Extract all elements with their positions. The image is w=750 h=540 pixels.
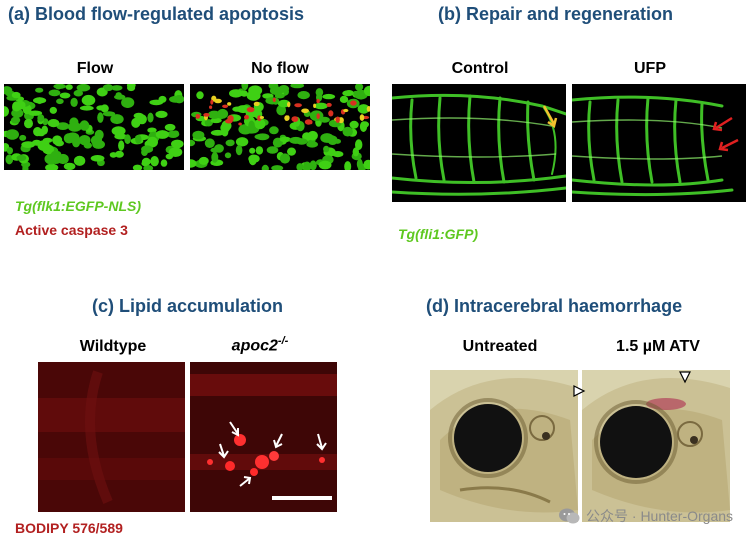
- panel-a-legend-red: Active caspase 3: [15, 222, 128, 238]
- yellow-arrow-icon: [542, 105, 558, 129]
- panel-b-legend-green: Tg(fli1:GFP): [398, 226, 479, 242]
- wildtype-lipid-micrograph: [38, 362, 185, 512]
- flow-micrograph: [4, 84, 184, 170]
- panel-b-title: (b) Repair and regeneration: [438, 4, 674, 24]
- control-vessel-micrograph: [392, 84, 566, 202]
- red-arrow-icon-upper: [712, 116, 733, 132]
- panel-d-title: (d) Intracerebral haemorrhage: [426, 296, 683, 316]
- haemorrhage-arrowhead-icon-top: [679, 371, 691, 384]
- ufp-vessel-micrograph: [572, 84, 746, 202]
- panel-a-label-noflow: No flow: [251, 60, 309, 77]
- watermark-text: 公众号 · Hunter-Organs: [586, 508, 734, 524]
- noflow-micrograph: [190, 84, 370, 170]
- panel-c-title: (c) Lipid accumulation: [92, 296, 284, 316]
- panel-a-legend-green: Tg(flk1:EGFP-NLS): [15, 198, 141, 214]
- panel-b-label-control: Control: [451, 60, 509, 77]
- panel-b-label-ufp: UFP: [634, 60, 666, 77]
- panel-c-legend-red: BODIPY 576/589: [15, 520, 123, 536]
- panel-a-label-flow: Flow: [76, 60, 114, 77]
- panel-d-label-atv: 1.5 µM ATV: [616, 338, 700, 355]
- panel-d-label-untreated: Untreated: [462, 338, 538, 355]
- panel-a-title: (a) Blood flow-regulated apoptosis: [8, 4, 304, 24]
- wechat-icon: [559, 508, 580, 524]
- watermark: 公众号 · Hunter-Organs: [558, 506, 733, 526]
- atv-larva-image: [582, 370, 730, 522]
- apoc2-lipid-micrograph: [190, 362, 337, 512]
- untreated-larva-image: [430, 370, 578, 522]
- panel-c-label-wildtype: Wildtype: [79, 338, 147, 355]
- red-arrow-icon-lower: [718, 138, 739, 152]
- haemorrhage-arrowhead-icon-left: [573, 385, 586, 397]
- panel-c-label-apoc2: apoc2-/-: [231, 335, 289, 355]
